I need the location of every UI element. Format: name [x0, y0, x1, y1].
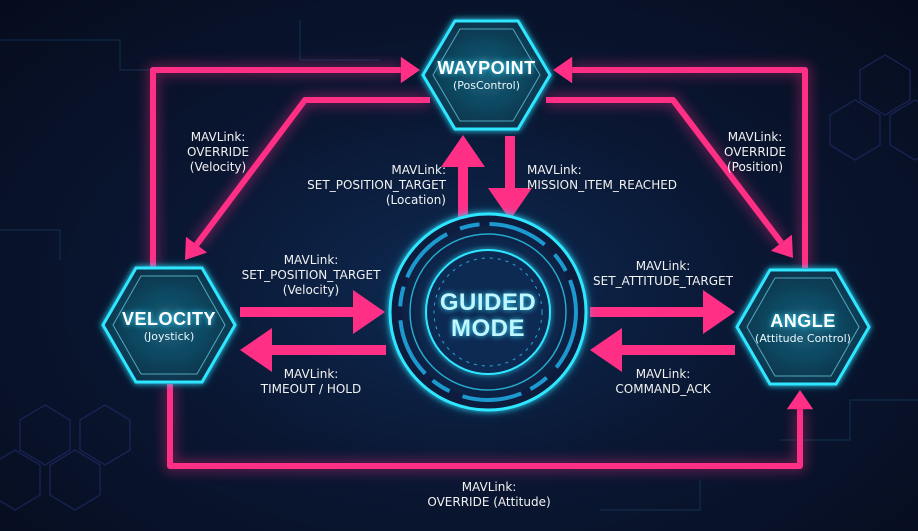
angle-label: ANGLE (Attitude Control): [737, 311, 869, 345]
edge-label-guided-to-velocity: MAVLink: TIMEOUT / HOLD: [246, 367, 376, 397]
edge-label-line: (Position): [726, 160, 784, 174]
edge-label-line: SET_POSITION_TARGET: [307, 178, 446, 192]
edge-label-line: TIMEOUT / HOLD: [260, 382, 362, 396]
edge-label-guided-to-angle: MAVLink: SET_ATTITUDE_TARGET: [592, 259, 734, 289]
velocity-node[interactable]: [101, 266, 237, 384]
edge-label-line: COMMAND_ACK: [615, 382, 711, 396]
edge-label-line: MAVLink:: [527, 163, 582, 177]
arrow-velocity-to-guided: [240, 290, 385, 334]
arrow-waypoint-to-angle: [546, 94, 793, 258]
edge-label-line: MAVLink:: [635, 367, 691, 381]
arrow-waypoint-to-velocity: [185, 94, 430, 260]
background-hex-pattern: [0, 54, 918, 511]
edge-label-velocity-to-angle: MAVLink: OVERRIDE (Attitude): [414, 480, 564, 510]
edge-label-line: MAVLink:: [283, 367, 339, 381]
angle-subtitle: (Attitude Control): [755, 332, 851, 345]
edge-label-line: MAVLink:: [727, 130, 783, 144]
edge-label-line: MAVLink:: [283, 253, 339, 267]
arrow-guided-to-velocity: [240, 328, 386, 372]
velocity-label: VELOCITY (Joystick): [103, 309, 235, 343]
arrow-angle-to-guided: [590, 328, 735, 372]
waypoint-title: WAYPOINT: [437, 58, 536, 78]
edge-label-line: (Location): [385, 193, 446, 207]
edge-label-line: MISSION_ITEM_REACHED: [527, 178, 678, 192]
edge-label-line: OVERRIDE: [186, 145, 250, 159]
angle-title: ANGLE: [770, 311, 836, 331]
arrow-velocity-to-waypoint: [147, 56, 420, 268]
waypoint-subtitle: (PosControl): [452, 79, 521, 92]
arrow-guided-to-waypoint: [441, 135, 485, 222]
transition-arrows: [147, 56, 814, 472]
circuit-traces: [0, 20, 918, 511]
edge-label-line: (Velocity): [282, 283, 340, 297]
arrow-velocity-to-angle: [164, 384, 814, 472]
edge-label-angle-to-guided: MAVLink: COMMAND_ACK: [604, 367, 722, 397]
velocity-subtitle: (Joystick): [143, 330, 195, 343]
arrow-guided-to-angle: [590, 290, 735, 334]
edge-label-line: OVERRIDE: [723, 145, 787, 159]
edge-label-angle-to-waypoint: MAVLink: OVERRIDE (Position): [715, 130, 795, 175]
arrow-waypoint-to-guided: [488, 136, 532, 220]
edge-label-guided-to-waypoint: MAVLink: SET_POSITION_TARGET (Location): [300, 163, 446, 208]
waypoint-label: WAYPOINT (PosControl): [423, 58, 550, 92]
velocity-title: VELOCITY: [121, 309, 216, 329]
edge-label-line: MAVLink:: [391, 163, 446, 177]
edge-label-line: OVERRIDE (Attitude): [427, 495, 551, 509]
edge-label-line: SET_POSITION_TARGET: [241, 268, 381, 282]
edge-label-velocity-to-guided: MAVLink: SET_POSITION_TARGET (Velocity): [236, 253, 386, 298]
edge-label-line: MAVLink:: [461, 480, 517, 494]
edge-label-line: SET_ATTITUDE_TARGET: [593, 274, 733, 288]
edge-label-waypoint-to-guided: MAVLink: MISSION_ITEM_REACHED: [527, 163, 687, 193]
edge-label-velocity-to-waypoint: MAVLink: OVERRIDE (Velocity): [178, 130, 258, 175]
guided-label: GUIDED MODE: [428, 290, 548, 342]
edge-label-line: (Velocity): [189, 160, 247, 174]
guided-title-line1: GUIDED: [439, 289, 537, 316]
guided-title-line2: MODE: [451, 315, 525, 342]
arrow-angle-to-waypoint: [553, 56, 811, 268]
edge-label-line: MAVLink:: [190, 130, 246, 144]
edge-label-line: MAVLink:: [635, 259, 691, 273]
angle-node[interactable]: [735, 268, 871, 386]
guided-mode-node[interactable]: [388, 212, 588, 412]
waypoint-node[interactable]: [421, 19, 552, 131]
